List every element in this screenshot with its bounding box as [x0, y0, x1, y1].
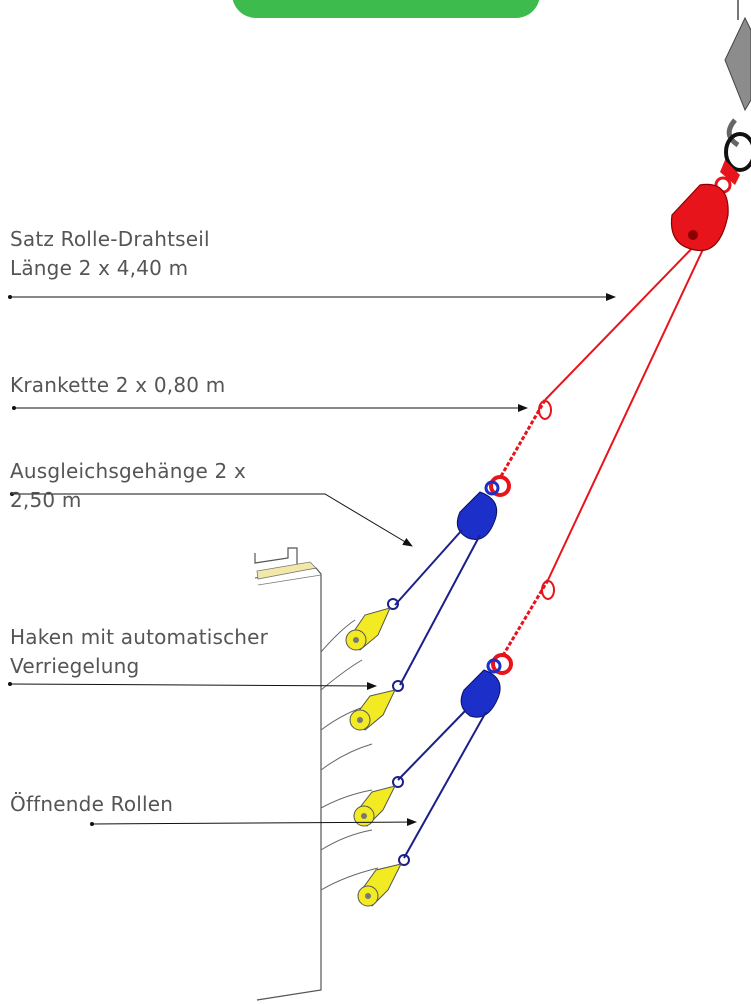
yellow-roller-1: [345, 598, 399, 651]
label-opening-rollers: Öffnende Rollen: [10, 790, 173, 819]
label-equalizer: Ausgleichsgehänge 2 x 2,50 m: [10, 457, 246, 515]
blue-wire-rope: [394, 529, 487, 859]
blue-pulley-upper: [456, 480, 500, 540]
red-pulley: [670, 160, 740, 252]
yellow-roller-3: [353, 776, 404, 827]
label-equalizer-line2: 2,50 m: [10, 488, 82, 512]
crane-hook: [724, 0, 751, 172]
label-crane-chain-line1: Krankette 2 x 0,80 m: [10, 373, 226, 397]
yellow-roller-2: [349, 680, 404, 731]
label-pulley-wire-set-line2: Länge 2 x 4,40 m: [10, 256, 189, 280]
arrow-auto-hook: [9, 681, 377, 690]
leader-arrows: [8, 293, 616, 827]
label-auto-hook: Haken mit automatischer Verriegelung: [10, 623, 268, 681]
red-wire-rope: [498, 239, 706, 658]
arrow-equalizer: [12, 493, 413, 547]
arrow-opening-rollers: [91, 818, 417, 827]
label-equalizer-line1: Ausgleichsgehänge 2 x: [10, 459, 247, 483]
label-crane-chain: Krankette 2 x 0,80 m: [10, 371, 225, 400]
red-rings: [489, 475, 513, 675]
label-pulley-wire-set: Satz Rolle-Drahtseil Länge 2 x 4,40 m: [10, 225, 210, 283]
yellow-roller-4: [357, 854, 410, 907]
label-auto-hook-line1: Haken mit automatischer: [10, 625, 269, 649]
top-green-tab: [232, 0, 540, 18]
label-opening-rollers-line1: Öffnende Rollen: [10, 792, 174, 816]
sheet-stack: [254, 547, 379, 1001]
label-pulley-wire-set-line1: Satz Rolle-Drahtseil: [10, 227, 210, 251]
blue-pulley-lower: [460, 658, 502, 718]
label-auto-hook-line2: Verriegelung: [10, 654, 140, 678]
